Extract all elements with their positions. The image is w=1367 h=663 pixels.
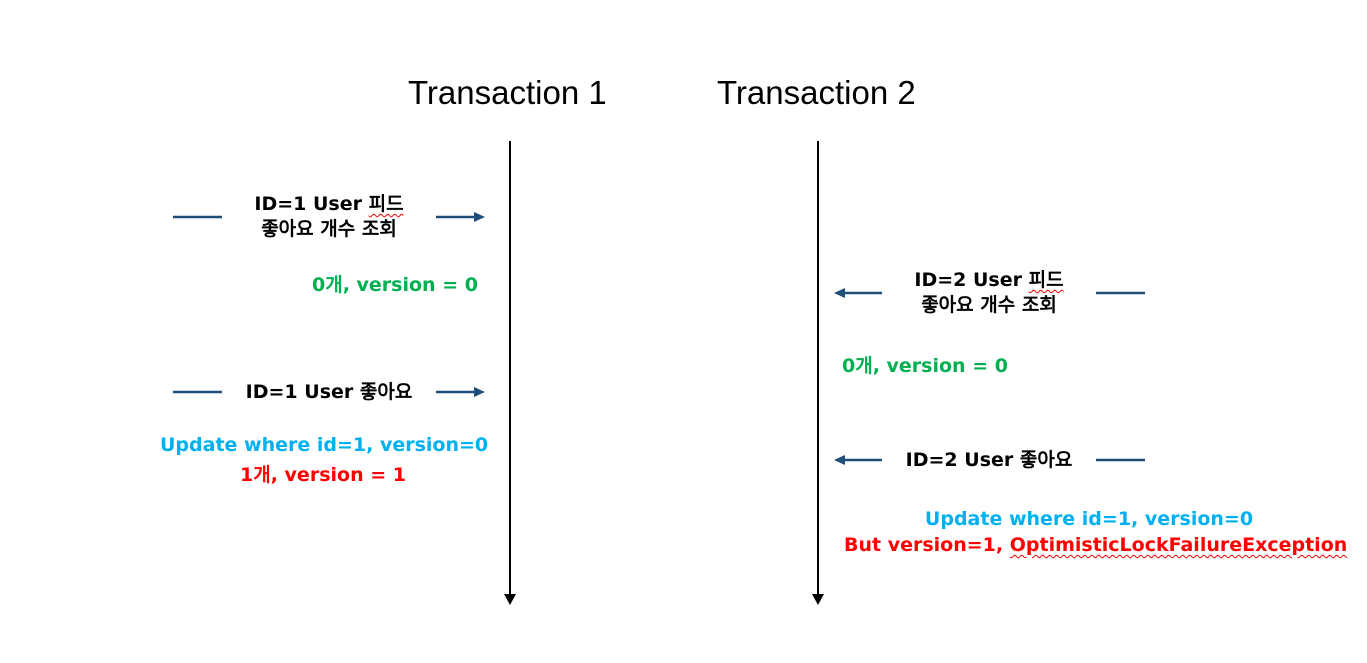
transaction1-timeline (504, 141, 516, 605)
t1-update-result: 1개, version = 1 (240, 464, 406, 486)
t1-query-result: 0개, version = 0 (312, 274, 478, 296)
t1-update-statement: Update where id=1, version=0 (160, 434, 489, 456)
t2-like-label: ID=2 User 좋아요 (905, 449, 1073, 471)
t2-query-result: 0개, version = 0 (842, 355, 1008, 377)
t1-query-line1: ID=1 User 피드 (254, 193, 404, 215)
t2-update-statement: Update where id=1, version=0 (924, 508, 1254, 530)
t2-query-line1: ID=2 User 피드 (914, 269, 1064, 291)
t2-exception-name: OptimisticLockFailureException (1009, 534, 1348, 556)
t2-query-label: ID=2 User 피드 좋아요 개수 조회 (889, 268, 1089, 318)
t1-like-arrow (173, 387, 485, 397)
t2-failure-message: But version=1, OptimisticLockFailureExce… (844, 534, 1348, 556)
transaction2-title: Transaction 2 (717, 74, 916, 111)
t2-query-line2: 좋아요 개수 조회 (921, 294, 1057, 316)
t1-query-arrow (173, 212, 485, 222)
t1-like-label: ID=1 User 좋아요 (245, 381, 413, 403)
transaction2-timeline (812, 141, 824, 605)
t2-like-arrow (834, 455, 1145, 465)
t1-query-line2: 좋아요 개수 조회 (261, 218, 397, 240)
t1-query-label: ID=1 User 피드 좋아요 개수 조회 (229, 192, 429, 242)
t2-query-arrow (834, 288, 1145, 298)
transaction1-title: Transaction 1 (408, 74, 607, 111)
